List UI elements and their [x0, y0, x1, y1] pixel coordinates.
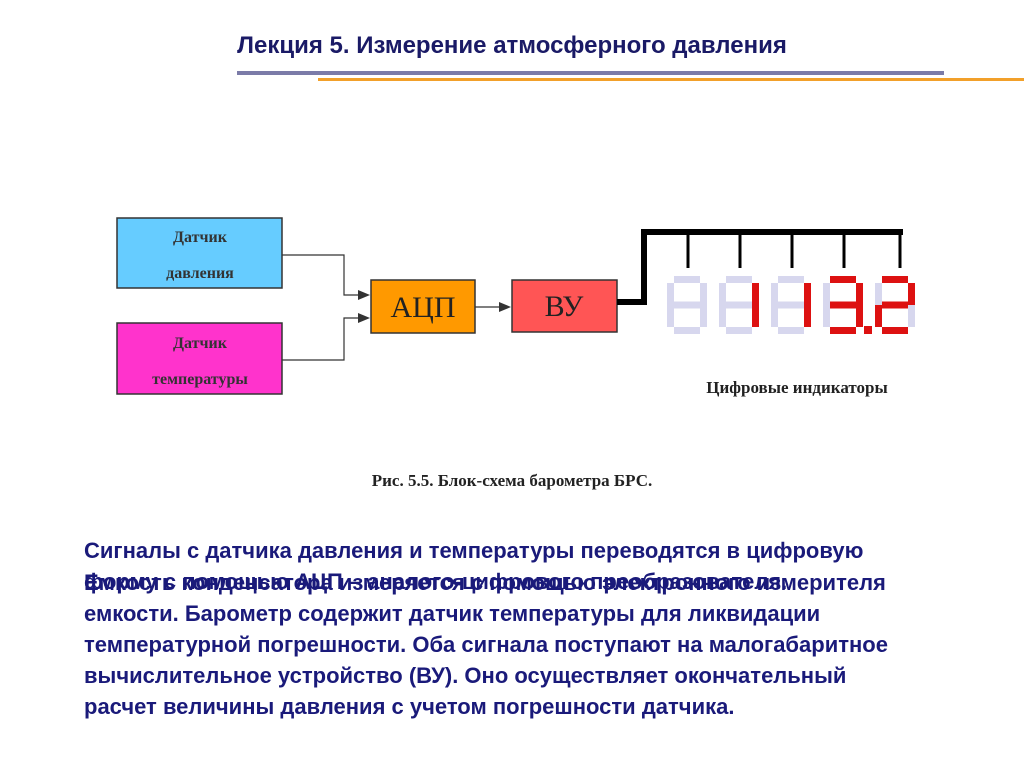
segment-f: [719, 283, 726, 305]
pressure-sensor-line2: давления: [166, 265, 234, 282]
segment-f: [771, 283, 778, 305]
segment-f: [823, 283, 830, 305]
segment-c: [804, 305, 811, 327]
segment-a: [778, 276, 804, 283]
arrow-temperature-adc: [358, 313, 370, 323]
segment-d: [830, 327, 856, 334]
segment-g: [830, 301, 856, 309]
segment-c: [700, 305, 707, 327]
digital-indicators: [667, 276, 915, 334]
segment-b: [856, 283, 863, 305]
segment-g: [778, 301, 804, 309]
segment-f: [667, 283, 674, 305]
segment-b: [908, 283, 915, 305]
segment-c: [856, 305, 863, 327]
arrow-pressure-adc: [358, 290, 370, 300]
connector-temperature-adc: [282, 317, 362, 361]
segment-g: [726, 301, 752, 309]
segment-b: [752, 283, 759, 305]
vu-label: ВУ: [545, 290, 585, 323]
segment-f: [875, 283, 882, 305]
title-rule-orange: [318, 78, 1024, 81]
segment-b: [804, 283, 811, 305]
segment-a: [674, 276, 700, 283]
segment-a: [726, 276, 752, 283]
figure-caption: Рис. 5.5. Блок-схема барометра БРС.: [371, 471, 653, 490]
segment-a: [830, 276, 856, 283]
segment-e: [719, 305, 726, 327]
indicators-label: Цифровые индикаторы: [706, 378, 888, 397]
segment-e: [771, 305, 778, 327]
segment-g: [674, 301, 700, 309]
pressure-sensor-line1: Датчик: [173, 229, 228, 246]
segment-d: [674, 327, 700, 334]
paragraph-capacitance: Емкость конденсатора измеряется с помощь…: [84, 570, 888, 719]
segment-b: [700, 283, 707, 305]
pressure-sensor-box: [116, 217, 283, 289]
segment-d: [882, 327, 908, 334]
segment-e: [875, 305, 882, 327]
vu-box: [511, 279, 618, 333]
segment-e: [823, 305, 830, 327]
paragraph-signals: Сигналы с датчика давления и температуры…: [84, 538, 864, 594]
segment-g: [882, 301, 908, 309]
segment-c: [752, 305, 759, 327]
page-title: Лекция 5. Измерение атмосферного давлени…: [237, 32, 787, 59]
segment-d: [778, 327, 804, 334]
indicator-bus: [617, 229, 903, 305]
arrow-adc-vu: [499, 302, 511, 312]
decimal-point: [864, 326, 872, 334]
segment-a: [882, 276, 908, 283]
temperature-sensor-line2: температуры: [152, 371, 248, 388]
connector-pressure-adc: [282, 254, 362, 296]
adc-box: [370, 279, 476, 334]
adc-label: АЦП: [391, 291, 456, 324]
indicator-bus-drops: [686, 232, 902, 268]
title-rule-blue: [237, 71, 944, 75]
segment-d: [726, 327, 752, 334]
temperature-sensor-box: [116, 322, 283, 395]
segment-e: [667, 305, 674, 327]
temperature-sensor-line1: Датчик: [173, 335, 228, 352]
segment-c: [908, 305, 915, 327]
